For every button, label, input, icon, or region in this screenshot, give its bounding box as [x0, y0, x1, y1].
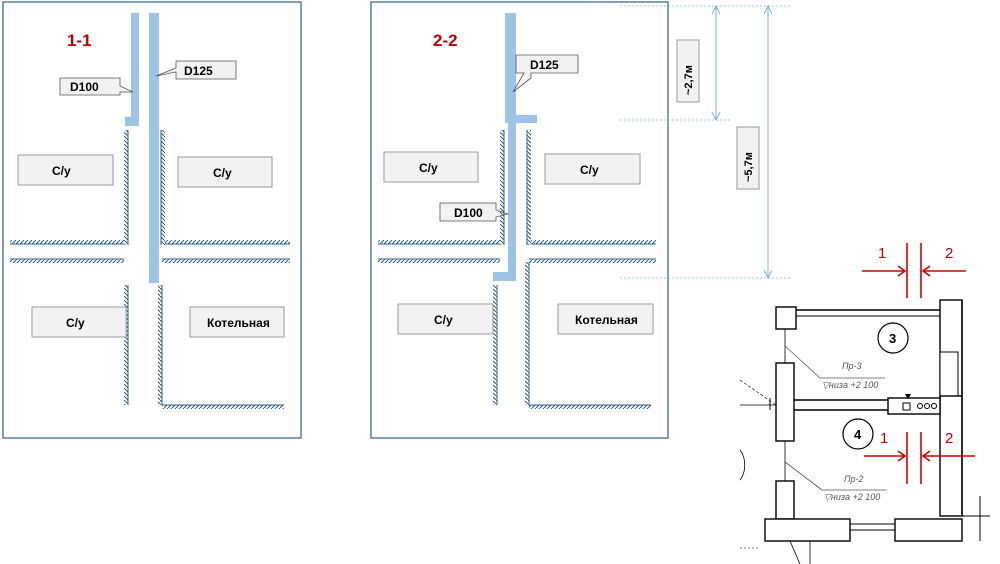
plan-left-partition-lower: [775, 480, 795, 520]
room-1-bottom-left: С/у: [31, 306, 127, 338]
svg-text:С/у: С/у: [580, 163, 599, 177]
room-2-bottom-right: Котельная: [557, 303, 654, 335]
floor-slab-right-top: [531, 240, 656, 244]
svg-text:~2,7м: ~2,7м: [683, 65, 695, 95]
svg-text:С/у: С/у: [434, 313, 453, 327]
floor-slab-right-bottom: [162, 259, 290, 263]
plan-corner-block: [775, 306, 797, 330]
dim-short-label: ~2,7м: [676, 39, 700, 103]
callout-d125-label: D125: [530, 58, 559, 72]
section-2-2: 2-2 D125 D100: [370, 1, 669, 439]
room-2-bottom-left: С/у: [397, 303, 494, 335]
svg-text:С/у: С/у: [52, 164, 71, 178]
room-4-marker: [842, 418, 874, 450]
pipe-d125-elbow: [505, 115, 537, 123]
floor-slab-left-bottom: [10, 259, 124, 263]
wall-mid-lower: [158, 285, 162, 405]
note-pr3-level: ▽низа +2 100: [822, 380, 878, 390]
callout-d125: D125: [512, 54, 579, 93]
svg-text:Котельная: Котельная: [575, 313, 638, 327]
floor-bottom: [529, 405, 651, 409]
cut-label-top-2: 2: [945, 245, 953, 262]
floor-slab-right-top: [165, 240, 290, 244]
floor-slab-left-bottom: [378, 259, 500, 263]
cut-label-bottom-1: 1: [880, 430, 888, 447]
callout-d100: D100: [59, 77, 134, 96]
plan-left-partition-upper: [775, 362, 795, 442]
wall-mid-upper: [161, 130, 165, 245]
pipe-d100-elbow: [493, 272, 516, 281]
callout-d100-label: D100: [70, 80, 99, 94]
svg-text:Котельная: Котельная: [207, 316, 270, 330]
section-1-frame: [2, 1, 302, 439]
wall-left-lower: [124, 285, 128, 405]
pipe-d100: [131, 13, 139, 126]
cut-label-top-1: 1: [878, 245, 886, 262]
floor-slab-left-top: [378, 240, 500, 244]
room-1-top-right: С/у: [177, 156, 273, 188]
section-1-1: 1-1 D100 D125: [2, 1, 302, 439]
plan-bottom-wall-left: [764, 518, 851, 542]
room-3-number: 3: [889, 331, 896, 346]
callout-d125: D125: [155, 60, 237, 80]
callout-d125-label: D125: [184, 64, 213, 78]
cut-marks-top: [862, 243, 966, 298]
floor-plan: 1 2: [739, 243, 990, 564]
svg-text:~5,7м: ~5,7м: [743, 152, 755, 182]
pipe-d100-elbow: [125, 117, 139, 126]
section-2-frame: [370, 1, 669, 439]
pipe-d125: [149, 13, 159, 283]
dimension-lines: ~2,7м ~5,7м: [620, 4, 792, 280]
plan-right-wall-pier: [939, 351, 959, 397]
callout-d100: D100: [439, 202, 510, 222]
room-1-bottom-right: Котельная: [189, 306, 285, 338]
svg-text:С/у: С/у: [213, 166, 232, 180]
callout-d100-label: D100: [454, 206, 483, 220]
room-3-marker: [877, 322, 909, 354]
section-1-title: 1-1: [67, 31, 92, 50]
section-2-title: 2-2: [433, 31, 458, 50]
pipe-d125: [505, 13, 516, 123]
note-pr2-name: Пр-2: [844, 474, 864, 484]
cut-label-bottom-2: 2: [945, 430, 953, 447]
pipe-d100: [508, 123, 516, 281]
room-2-top-right: С/у: [544, 153, 641, 185]
wall-mid-lower: [525, 262, 529, 405]
svg-text:С/у: С/у: [419, 161, 438, 175]
room-1-top-left: С/у: [17, 154, 114, 186]
floor-slab-right-bottom: [529, 259, 656, 263]
room-4-number: 4: [854, 427, 862, 442]
svg-text:С/у: С/у: [66, 316, 85, 330]
wall-mid-upper: [527, 130, 531, 245]
dim-long-label: ~5,7м: [736, 126, 760, 190]
wall-left-upper: [124, 130, 128, 245]
wall-left-upper: [500, 130, 504, 245]
wall-left-lower: [493, 285, 497, 405]
floor-bottom: [162, 405, 284, 409]
note-pr3-name: Пр-3: [842, 361, 862, 371]
floor-slab-left-top: [10, 240, 124, 244]
room-2-top-left: С/у: [383, 151, 479, 183]
note-pr2-level: ▽низа +2 100: [824, 492, 880, 502]
cut-marks-bottom: [864, 432, 975, 484]
plan-boiler-unit: [887, 397, 941, 415]
plan-bottom-wall-right: [894, 518, 963, 542]
